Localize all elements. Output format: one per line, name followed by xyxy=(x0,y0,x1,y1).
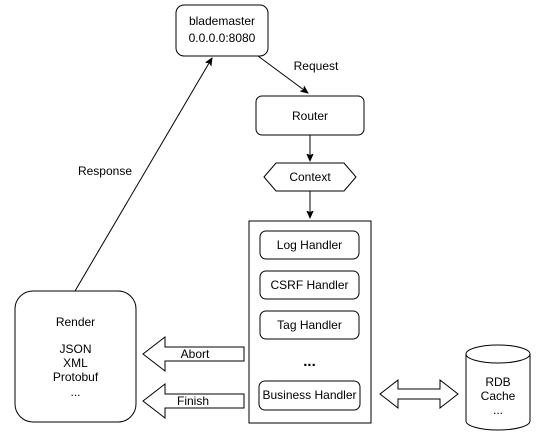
csrf-handler: CSRF Handler xyxy=(259,270,360,300)
tag-handler: Tag Handler xyxy=(259,310,360,340)
render-format-xml: XML xyxy=(63,356,88,370)
router-node: Router xyxy=(255,95,365,136)
render-node: Render JSON XML Protobuf ... xyxy=(14,290,137,423)
csrf-handler-label: CSRF Handler xyxy=(270,278,348,292)
abort-label: Abort xyxy=(181,347,210,361)
handler-chain: Log Handler CSRF Handler Tag Handler ...… xyxy=(248,220,372,424)
log-handler-label: Log Handler xyxy=(277,238,342,252)
handler-ellipsis: ... xyxy=(303,353,316,370)
context-node: Context xyxy=(263,162,357,192)
business-handler-label: Business Handler xyxy=(262,388,356,402)
render-format-json: JSON xyxy=(59,342,91,356)
blademaster-name: blademaster xyxy=(189,14,255,28)
storage-node: RDB Cache ... xyxy=(465,344,531,431)
render-format-more: ... xyxy=(70,385,80,399)
finish-arrow: Finish xyxy=(142,382,245,420)
blademaster-address: 0.0.0.0:8080 xyxy=(189,31,256,45)
tag-handler-label: Tag Handler xyxy=(277,318,342,332)
finish-label: Finish xyxy=(177,394,209,408)
request-edge: Request xyxy=(257,55,339,93)
business-storage-double-arrow xyxy=(379,378,459,410)
router-label: Router xyxy=(292,109,328,123)
storage-cache-label: Cache xyxy=(481,389,516,403)
context-label: Context xyxy=(289,170,331,184)
storage-rdb-label: RDB xyxy=(485,375,510,389)
request-label: Request xyxy=(294,59,339,73)
response-edge: Response xyxy=(74,58,212,292)
blademaster-node: blademaster 0.0.0.0:8080 xyxy=(175,4,269,57)
log-handler: Log Handler xyxy=(259,230,360,260)
response-label: Response xyxy=(78,164,132,178)
render-format-protobuf: Protobuf xyxy=(53,370,99,384)
storage-more-label: ... xyxy=(493,403,503,417)
abort-arrow: Abort xyxy=(142,335,245,373)
business-handler: Business Handler xyxy=(258,380,361,411)
render-title: Render xyxy=(56,315,95,329)
